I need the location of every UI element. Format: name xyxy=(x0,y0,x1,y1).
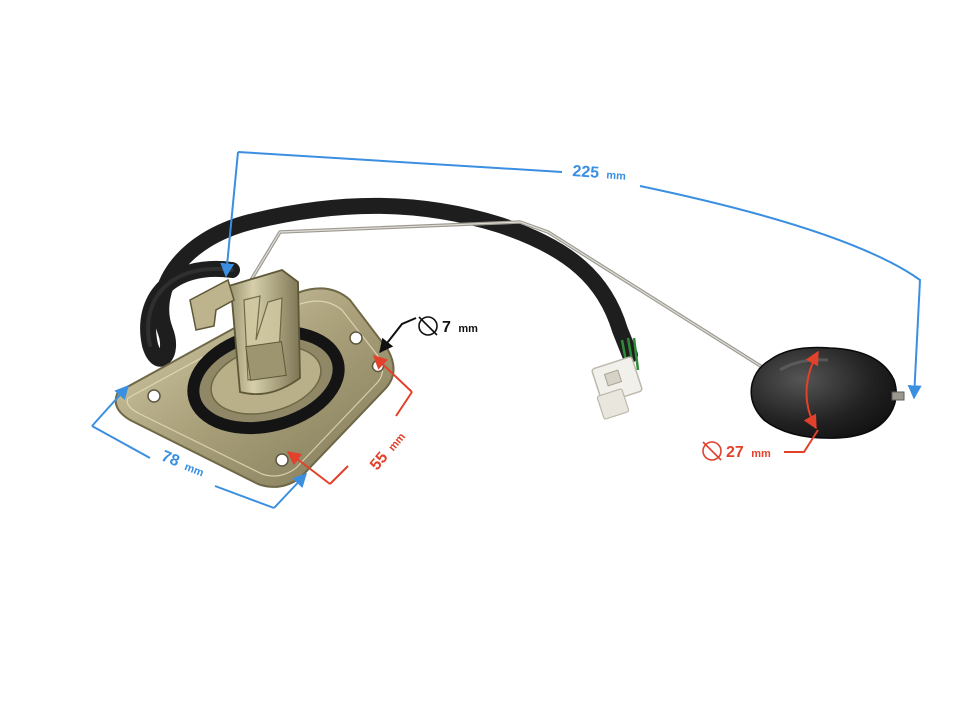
fuel-level-sensor xyxy=(114,197,905,488)
svg-text:225 mm: 225 mm xyxy=(572,163,627,184)
electrical-connector xyxy=(591,356,643,420)
mounting-hole xyxy=(349,331,363,345)
arm-length-arc xyxy=(237,151,563,173)
hole-diameter-unit: mm xyxy=(458,323,478,335)
float-diameter-unit: mm xyxy=(751,448,771,460)
mounting-hole xyxy=(275,453,289,467)
dimension-float-diameter: 27 mm xyxy=(702,350,819,461)
arm-length-unit: mm xyxy=(606,169,627,182)
diameter-symbol-icon xyxy=(702,441,722,461)
float-diameter-value: 27 xyxy=(726,444,744,461)
hole-diameter-value: 7 xyxy=(442,319,451,336)
dimension-plate-width: 78 mm xyxy=(91,384,307,509)
hole-spacing-value: 55 xyxy=(367,449,392,474)
dimension-hole-diameter: 7 mm xyxy=(379,316,478,354)
dimension-arm-length: 225 mm xyxy=(220,151,922,400)
svg-text:7 mm: 7 mm xyxy=(442,319,478,336)
diameter-symbol-icon xyxy=(418,316,438,336)
plate-width-unit: mm xyxy=(183,461,206,480)
hole-spacing-unit: mm xyxy=(386,431,408,454)
arm-length-value: 225 xyxy=(572,163,600,182)
rubber-float xyxy=(750,346,905,439)
plate-width-value: 78 xyxy=(159,448,182,470)
mounting-hole xyxy=(147,389,161,403)
svg-text:27 mm: 27 mm xyxy=(726,444,771,461)
sensor-bracket xyxy=(189,269,301,395)
svg-text:55 mm: 55 mm xyxy=(367,428,409,473)
